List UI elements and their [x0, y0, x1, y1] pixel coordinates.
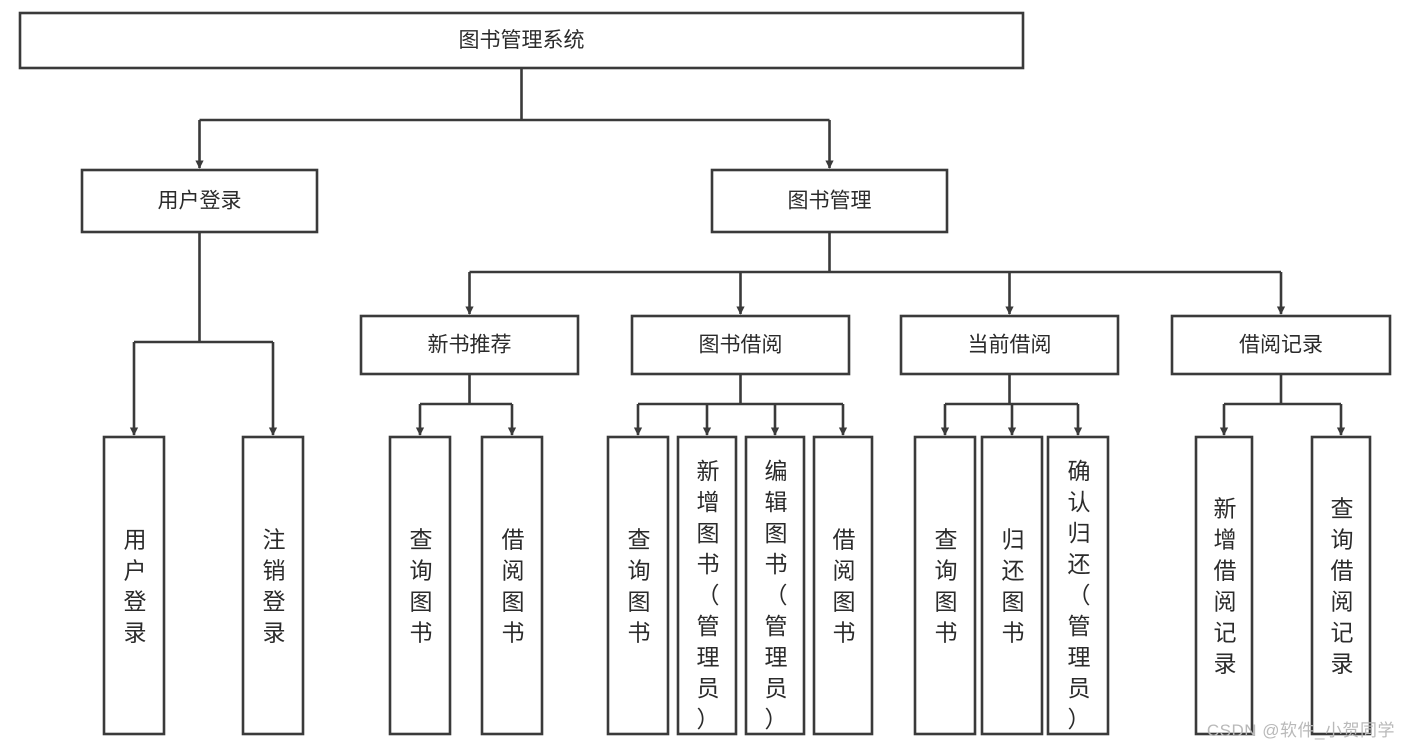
node-box-borrow-book-1[interactable] — [480, 435, 544, 736]
box-layer — [18, 11, 1392, 736]
node-label-add-borrow-record: 新增借阅记录 — [1214, 496, 1237, 677]
node-return-book[interactable] — [980, 435, 1044, 736]
node-label-edit-book-admin: 编辑图书（管理员） — [765, 458, 788, 732]
node-box-user-logout[interactable] — [241, 435, 305, 736]
connector-layer — [129, 68, 1346, 436]
node-label-book-management: 图书管理 — [788, 190, 872, 213]
node-box-borrow-book-2[interactable] — [812, 435, 874, 736]
node-box-book-borrow[interactable] — [630, 314, 851, 376]
node-borrow-book-1[interactable] — [480, 435, 544, 736]
node-label-user-login: 用户登录 — [158, 190, 242, 213]
node-query-book-2[interactable] — [606, 435, 670, 736]
node-label-user-logout: 注销登录 — [263, 527, 286, 646]
node-label-confirm-return-admin: 确认归还（管理员） — [1068, 458, 1091, 732]
node-label-book-borrow: 图书借阅 — [699, 334, 783, 357]
node-label-user-login-do: 用户登录 — [124, 527, 147, 646]
node-label-query-borrow-record: 查询借阅记录 — [1331, 496, 1354, 677]
node-box-query-borrow-record[interactable] — [1310, 435, 1372, 736]
node-query-borrow-record[interactable] — [1310, 435, 1372, 736]
watermark-credit: CSDN @软件_小贺同学 — [1206, 721, 1395, 740]
node-borrow-book-2[interactable] — [812, 435, 874, 736]
node-box-query-book-3[interactable] — [913, 435, 977, 736]
node-borrow-record[interactable] — [1170, 314, 1392, 376]
node-box-new-book-recommend[interactable] — [359, 314, 580, 376]
node-undefined[interactable] — [18, 11, 1025, 70]
node-box-borrow-record[interactable] — [1170, 314, 1392, 376]
node-book-borrow[interactable] — [630, 314, 851, 376]
node-add-book-admin[interactable] — [676, 435, 738, 736]
node-label-undefined: 图书管理系统 — [459, 29, 585, 52]
node-label-new-book-recommend: 新书推荐 — [428, 334, 512, 357]
node-box-user-login[interactable] — [80, 168, 319, 234]
node-label-borrow-book-2: 借阅图书 — [833, 527, 856, 646]
node-box-book-management[interactable] — [710, 168, 949, 234]
node-user-logout[interactable] — [241, 435, 305, 736]
node-label-borrow-record: 借阅记录 — [1239, 334, 1323, 357]
label-layer: 图书管理系统用户登录用户登录注销登录图书管理新书推荐查询图书借阅图书图书借阅查询… — [124, 29, 1354, 732]
node-label-query-book-3: 查询图书 — [935, 527, 958, 646]
node-box-undefined[interactable] — [18, 11, 1025, 70]
node-current-borrow[interactable] — [899, 314, 1120, 376]
node-label-current-borrow: 当前借阅 — [968, 334, 1052, 357]
node-user-login[interactable] — [80, 168, 319, 234]
node-box-edit-book-admin[interactable] — [744, 435, 806, 736]
node-label-borrow-book-1: 借阅图书 — [502, 527, 525, 646]
node-box-current-borrow[interactable] — [899, 314, 1120, 376]
node-confirm-return-admin[interactable] — [1046, 435, 1110, 736]
node-box-return-book[interactable] — [980, 435, 1044, 736]
node-label-return-book: 归还图书 — [1002, 527, 1025, 646]
node-new-book-recommend[interactable] — [359, 314, 580, 376]
node-box-query-book-2[interactable] — [606, 435, 670, 736]
node-box-confirm-return-admin[interactable] — [1046, 435, 1110, 736]
node-query-book-1[interactable] — [388, 435, 452, 736]
node-box-query-book-1[interactable] — [388, 435, 452, 736]
node-add-borrow-record[interactable] — [1194, 435, 1254, 736]
node-box-user-login-do[interactable] — [102, 435, 166, 736]
node-box-add-borrow-record[interactable] — [1194, 435, 1254, 736]
node-user-login-do[interactable] — [102, 435, 166, 736]
node-label-query-book-2: 查询图书 — [628, 527, 651, 646]
node-edit-book-admin[interactable] — [744, 435, 806, 736]
node-box-add-book-admin[interactable] — [676, 435, 738, 736]
node-label-add-book-admin: 新增图书（管理员） — [697, 458, 720, 732]
node-query-book-3[interactable] — [913, 435, 977, 736]
node-label-query-book-1: 查询图书 — [410, 527, 433, 646]
node-book-management[interactable] — [710, 168, 949, 234]
